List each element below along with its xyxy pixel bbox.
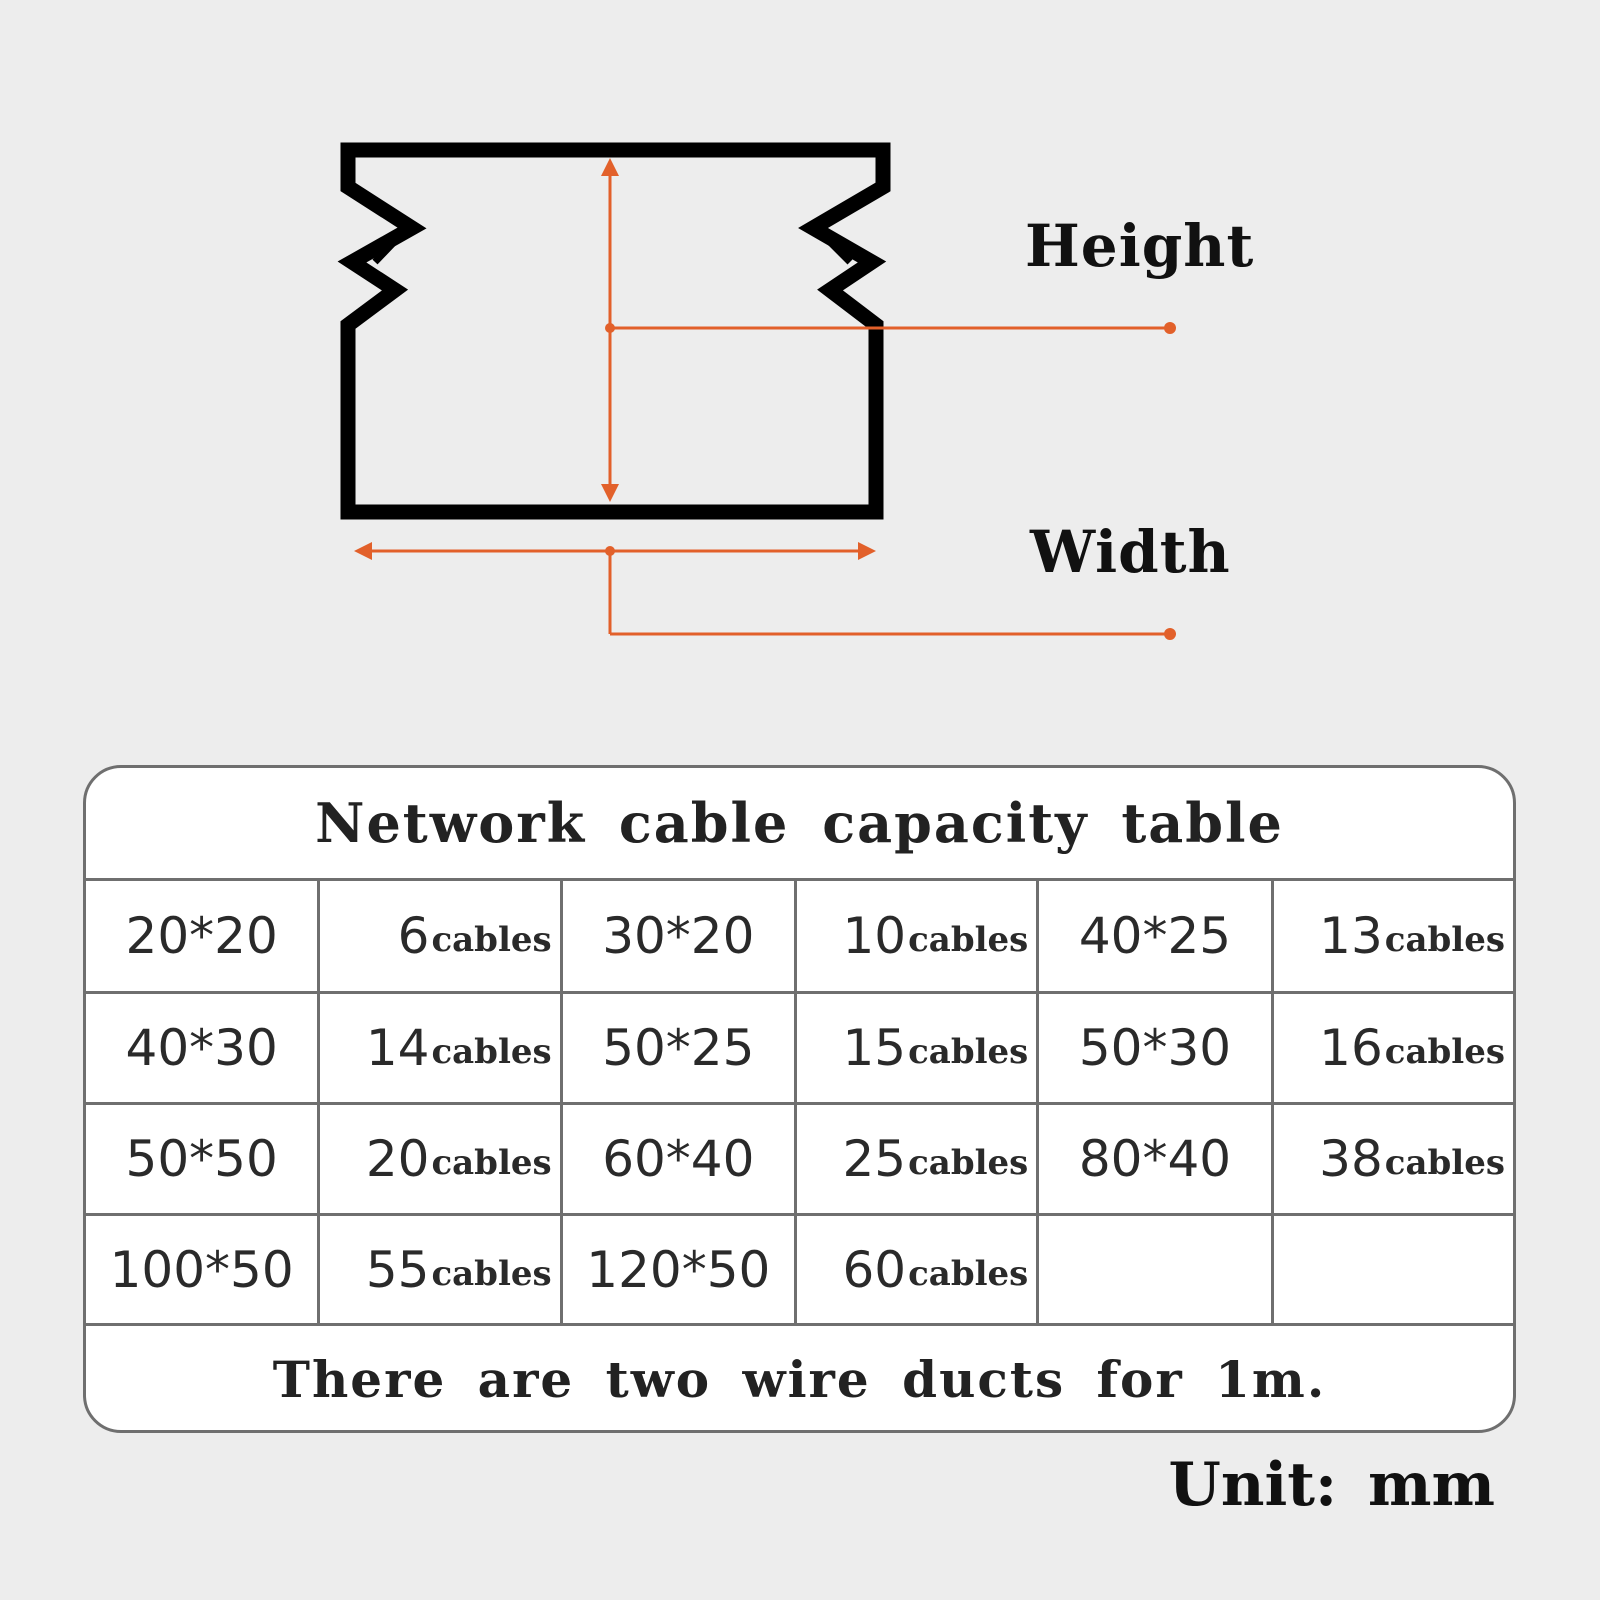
cable-unit: cables [908,1253,1029,1294]
size-cell: 50*30 [1039,994,1274,1102]
cable-count: 38 [1319,1130,1383,1188]
cable-count: 25 [842,1130,907,1188]
cable-count: 13 [1319,907,1383,965]
cable-unit: cables [1384,1032,1505,1072]
wire-duct-diagram [337,142,1176,640]
cable-count: 16 [1319,1019,1383,1077]
size-cell: 60*40 [563,1105,797,1213]
empty-cell [1274,1216,1513,1323]
size-cell: 80*40 [1039,1105,1274,1213]
cable-count: 14 [365,1019,430,1077]
size-cell: 100*50 [86,1216,321,1323]
size-cell: 30*20 [563,881,797,991]
size-cell: 50*25 [563,994,797,1102]
empty-cell [1039,1216,1274,1323]
cable-unit: cables [431,1253,552,1294]
cable-count: 20 [365,1130,430,1188]
cable-count: 60 [842,1240,907,1299]
width-arrow [354,542,1176,640]
height-label: Height [1025,212,1255,280]
cable-unit: cables [908,1032,1029,1072]
cable-unit: cables [1384,1143,1505,1183]
duct-outline [337,142,891,520]
cable-unit: cables [908,1143,1029,1183]
size-cell: 40*30 [86,994,321,1102]
size-cell: 40*25 [1039,881,1274,991]
size-cell: 50*50 [86,1105,321,1213]
cable-unit: cables [431,1032,552,1072]
unit-note: Unit: mm [1168,1450,1495,1520]
left-snap-tab [372,235,401,265]
cable-count: 10 [842,907,907,965]
cable-unit: cables [431,920,552,960]
right-snap-tab [823,235,853,265]
cable-unit: cables [908,920,1029,960]
table-title: Network cable capacity table [86,768,1513,881]
width-label: Width [1030,518,1231,586]
size-cell: 120*50 [563,1216,797,1323]
table-footer-note: There are two wire ducts for 1m. [272,1350,1327,1409]
cable-count: 55 [365,1240,430,1299]
height-arrow [601,158,1176,502]
size-cell: 20*20 [86,881,321,991]
cable-unit: cables [431,1143,552,1183]
cable-count: 6 [397,907,430,965]
cable-unit: cables [1384,920,1505,960]
cable-count: 15 [842,1019,907,1077]
